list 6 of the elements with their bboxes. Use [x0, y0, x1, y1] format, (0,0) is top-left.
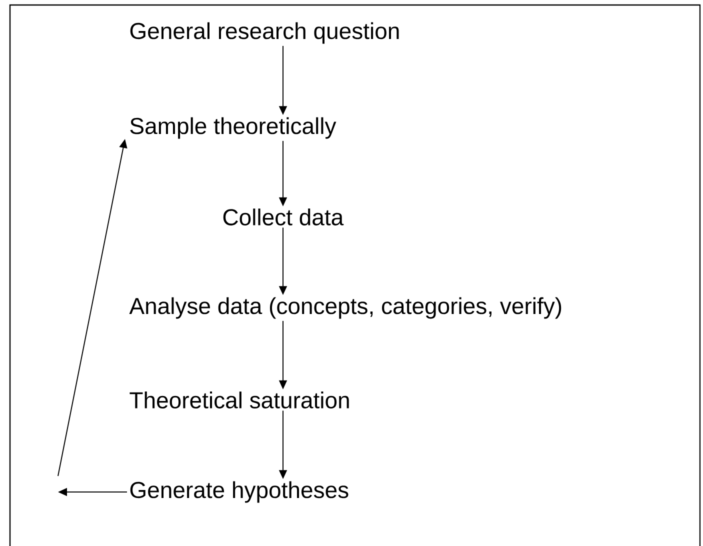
- step-label: Analyse data (concepts, categories, verify): [129, 297, 562, 319]
- step-label: Collect data: [223, 208, 344, 226]
- step-label: General research question: [130, 22, 399, 44]
- step-label: Sample theoretically: [130, 117, 336, 139]
- step-label: Theoretical saturation: [130, 392, 349, 408]
- step-label: Generate hypotheses: [130, 481, 348, 503]
